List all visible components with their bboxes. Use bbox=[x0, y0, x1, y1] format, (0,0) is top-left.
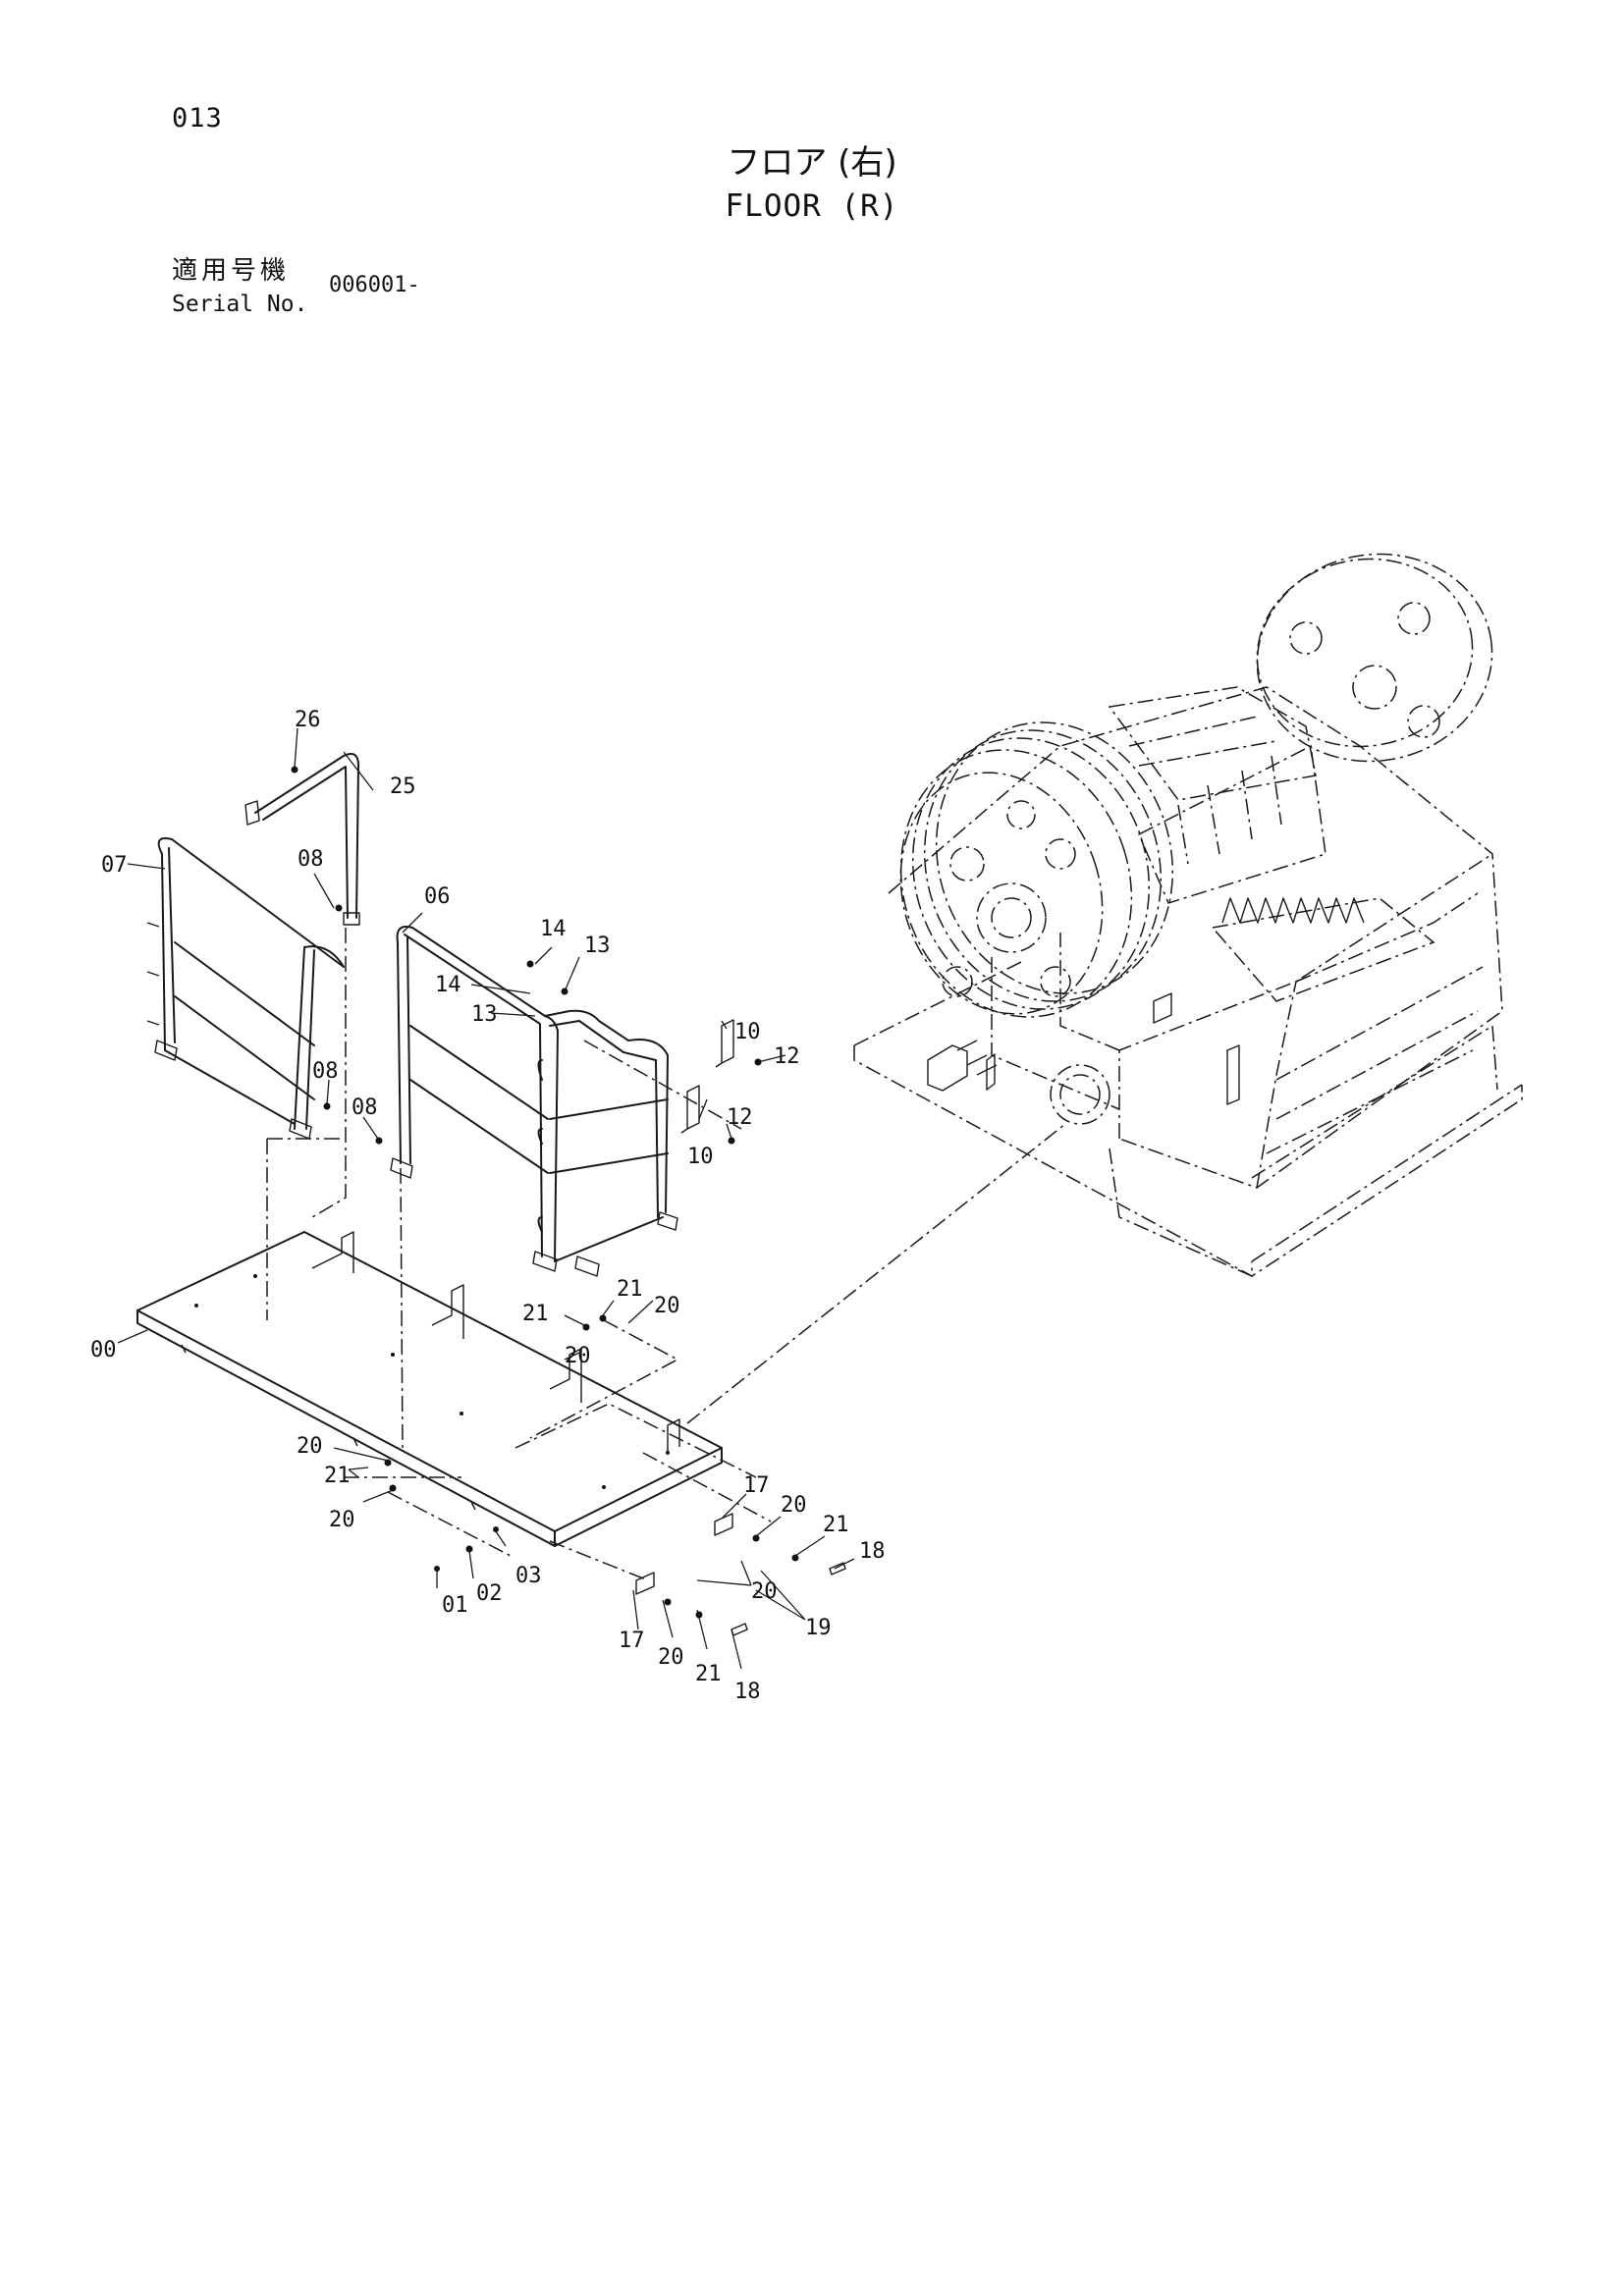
callout-14: 14 bbox=[435, 973, 461, 997]
callout-13: 13 bbox=[471, 1002, 498, 1027]
callout-20: 20 bbox=[329, 1508, 355, 1532]
jaw-crusher-body bbox=[853, 553, 1523, 1278]
callout-01: 01 bbox=[442, 1593, 468, 1618]
railing-07 bbox=[146, 837, 345, 1140]
callout-06: 06 bbox=[424, 884, 451, 909]
callout-21: 21 bbox=[324, 1464, 351, 1488]
callout-02: 02 bbox=[476, 1581, 503, 1606]
serial-label-japanese: 適用号機 bbox=[172, 256, 291, 286]
callout-19: 19 bbox=[805, 1616, 832, 1640]
callout-12: 12 bbox=[727, 1105, 753, 1130]
handrail-25 bbox=[244, 753, 360, 926]
floor-plate-00 bbox=[136, 1231, 723, 1547]
callout-08: 08 bbox=[352, 1095, 378, 1120]
callout-21: 21 bbox=[617, 1277, 643, 1302]
callout-25: 25 bbox=[390, 774, 416, 799]
page-title-english: FLOOR (R) bbox=[725, 188, 899, 224]
alignment-lines bbox=[266, 928, 1066, 1581]
callout-08: 08 bbox=[312, 1059, 339, 1084]
callout-17: 17 bbox=[619, 1629, 645, 1653]
callout-14: 14 bbox=[540, 917, 567, 941]
callout-18: 18 bbox=[734, 1680, 761, 1704]
callout-03: 03 bbox=[515, 1564, 542, 1588]
callout-21: 21 bbox=[823, 1513, 849, 1537]
leader-lines bbox=[117, 727, 855, 1670]
callout-26: 26 bbox=[295, 708, 321, 732]
callout-20: 20 bbox=[751, 1579, 778, 1604]
callout-labels: 26 25 07 08 06 14 13 14 13 10 12 08 08 1… bbox=[90, 708, 886, 1704]
callout-08: 08 bbox=[298, 847, 324, 872]
callout-20: 20 bbox=[565, 1344, 591, 1368]
callout-20: 20 bbox=[658, 1645, 684, 1670]
callout-10: 10 bbox=[734, 1020, 761, 1044]
callout-17: 17 bbox=[743, 1473, 770, 1498]
page-title-japanese: フロア (右) bbox=[727, 143, 897, 183]
callout-07: 07 bbox=[101, 853, 128, 878]
callout-13: 13 bbox=[584, 934, 611, 958]
bracket-10-upper bbox=[715, 1019, 734, 1068]
callout-18: 18 bbox=[859, 1539, 886, 1564]
bracket-10-lower bbox=[680, 1085, 700, 1134]
callout-20: 20 bbox=[297, 1434, 323, 1459]
callout-21: 21 bbox=[522, 1302, 549, 1326]
callout-12: 12 bbox=[774, 1044, 800, 1069]
callout-00: 00 bbox=[90, 1338, 117, 1362]
callout-21: 21 bbox=[695, 1662, 722, 1686]
callout-10: 10 bbox=[687, 1145, 714, 1169]
callout-20: 20 bbox=[654, 1294, 680, 1318]
callout-20: 20 bbox=[781, 1493, 807, 1518]
serial-label-english: Serial No. bbox=[172, 292, 308, 317]
serial-number-value: 006001- bbox=[329, 273, 420, 297]
fasteners bbox=[291, 766, 846, 1636]
railing-06 bbox=[390, 926, 678, 1277]
page-number: 013 bbox=[172, 103, 223, 133]
